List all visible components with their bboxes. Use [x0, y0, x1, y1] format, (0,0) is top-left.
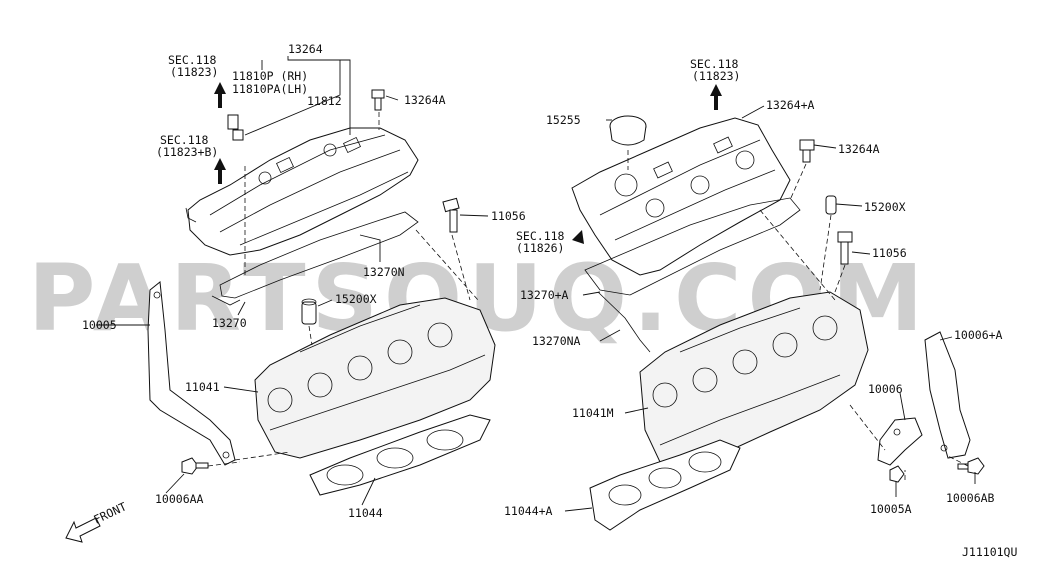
front-label: FRONT	[91, 499, 128, 526]
right-gasket-13270na[interactable]	[597, 291, 651, 353]
right-gasket-13270pa[interactable]	[584, 197, 801, 296]
label-10006ab[interactable]: 10006AB	[946, 491, 995, 505]
label-11044[interactable]: 11044	[348, 506, 383, 520]
left-gasket-13270[interactable]	[211, 295, 241, 306]
right-tube-15200x[interactable]	[825, 195, 837, 215]
left-tube-15200x[interactable]	[301, 298, 317, 325]
label-sec118-d[interactable]: SEC.118	[516, 229, 565, 243]
label-13270n[interactable]: 13270N	[363, 265, 405, 279]
label-11056-left[interactable]: 11056	[491, 209, 526, 223]
right-head-gasket[interactable]	[589, 439, 741, 531]
label-sec118-d-sub[interactable]: (11826)	[516, 241, 564, 255]
label-11810p[interactable]: 11810P (RH)	[232, 69, 308, 83]
left-rocker-cover[interactable]	[185, 127, 419, 256]
label-sec118-a-sub[interactable]: (11823)	[170, 65, 218, 79]
right-bolt-11056[interactable]	[837, 231, 853, 265]
left-bolt-10006aa[interactable]	[181, 457, 209, 475]
label-sec118-b-sub[interactable]: (11823+B)	[156, 145, 218, 159]
label-10006[interactable]: 10006	[868, 382, 903, 396]
left-bolt-11056[interactable]	[442, 197, 460, 233]
label-sec118-b[interactable]: SEC.118	[160, 133, 209, 147]
right-oil-cap-15255[interactable]	[609, 115, 647, 146]
sec-arrow-icon	[214, 158, 226, 170]
left-bank-group: SEC.118 (11823) 13264 11810P (RH) 11810P…	[82, 42, 526, 520]
label-10005a[interactable]: 10005A	[870, 502, 912, 516]
right-bank-group: SEC.118 (11823) 13264+A 15255 13264A 152…	[504, 57, 1003, 531]
front-direction-indicator: FRONT	[65, 499, 129, 543]
sec-arrow-icon	[214, 82, 226, 94]
diagram-code: J11101QU	[962, 545, 1017, 559]
left-head-gasket[interactable]	[309, 414, 491, 496]
label-11812[interactable]: 11812	[307, 94, 342, 108]
label-13270pa[interactable]: 13270+A	[520, 288, 569, 302]
right-bolt-10005a[interactable]	[889, 465, 905, 483]
label-sec118-a[interactable]: SEC.118	[168, 53, 217, 67]
label-11810pa[interactable]: 11810PA(LH)	[232, 82, 308, 96]
right-bolt-10006ab[interactable]	[957, 457, 985, 475]
left-bolt-13264a[interactable]	[371, 89, 385, 111]
label-13264a-left[interactable]: 13264A	[404, 93, 446, 107]
right-cylinder-head[interactable]	[639, 291, 869, 471]
label-15255[interactable]: 15255	[546, 113, 581, 127]
label-13264pa[interactable]: 13264+A	[766, 98, 815, 112]
left-cylinder-head[interactable]	[254, 297, 496, 459]
left-pcv-valve[interactable]	[227, 114, 244, 141]
label-sec118-c[interactable]: SEC.118	[690, 57, 739, 71]
right-bracket-10006pa[interactable]	[924, 331, 971, 459]
label-13264[interactable]: 13264	[288, 42, 323, 56]
label-11056-right[interactable]: 11056	[872, 246, 907, 260]
sec-arrow-icon	[710, 84, 722, 96]
label-10006pa[interactable]: 10006+A	[954, 328, 1003, 342]
sec-arrow-icon	[572, 230, 584, 244]
label-13270[interactable]: 13270	[212, 316, 247, 330]
label-11041m[interactable]: 11041M	[572, 406, 614, 420]
label-10005[interactable]: 10005	[82, 318, 117, 332]
left-gasket-13270n[interactable]	[219, 211, 419, 299]
label-sec118-c-sub[interactable]: (11823)	[692, 69, 740, 83]
label-15200x-left[interactable]: 15200X	[335, 292, 377, 306]
label-11044pa[interactable]: 11044+A	[504, 504, 553, 518]
front-arrow-icon	[65, 517, 101, 543]
label-13270na[interactable]: 13270NA	[532, 334, 581, 348]
label-10006aa[interactable]: 10006AA	[155, 492, 204, 506]
label-15200x-right[interactable]: 15200X	[864, 200, 906, 214]
label-11041[interactable]: 11041	[185, 380, 220, 394]
right-bolt-13264a[interactable]	[799, 139, 815, 163]
right-bracket-10006[interactable]	[877, 417, 923, 466]
label-13264a-right[interactable]: 13264A	[838, 142, 880, 156]
